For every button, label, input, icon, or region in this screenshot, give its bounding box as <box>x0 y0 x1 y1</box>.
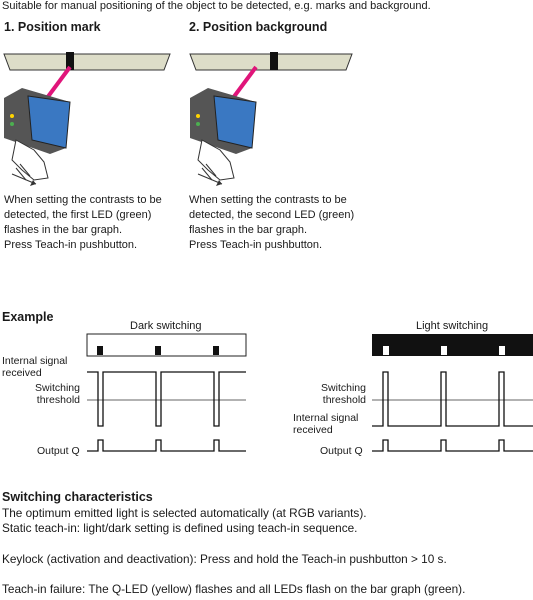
panel-2-description: When setting the contrasts to be detecte… <box>189 194 355 251</box>
sensor-illustration-mark <box>3 52 171 186</box>
dark-threshold-label: Switching threshold <box>35 382 80 406</box>
characteristics-line-1: The optimum emitted light is selected au… <box>2 506 367 520</box>
light-threshold-label: Switching threshold <box>321 382 366 406</box>
dark-internal-signal-label: Internal signal received <box>2 355 68 379</box>
panel-1-heading: 1. Position mark <box>4 20 101 34</box>
light-output-label: Output Q <box>320 445 363 457</box>
example-heading: Example <box>2 310 54 324</box>
characteristics-line-2: Static teach-in: light/dark setting is d… <box>2 521 358 535</box>
keylock-text: Keylock (activation and deactivation): P… <box>2 552 447 566</box>
dark-switching-title: Dark switching <box>130 320 202 332</box>
dark-output-label: Output Q <box>37 445 80 457</box>
characteristics-heading: Switching characteristics <box>2 490 153 504</box>
intro-text: Suitable for manual positioning of the o… <box>2 0 431 12</box>
panel-2-heading: 2. Position background <box>189 20 328 34</box>
light-internal-signal-label: Internal signal received <box>293 412 359 436</box>
sensor-illustration-background <box>189 52 353 186</box>
light-switching-title: Light switching <box>416 320 489 332</box>
teach-in-failure-text: Teach-in failure: The Q-LED (yellow) fla… <box>2 582 466 596</box>
panel-1-description: When setting the contrasts to be detecte… <box>4 194 162 251</box>
